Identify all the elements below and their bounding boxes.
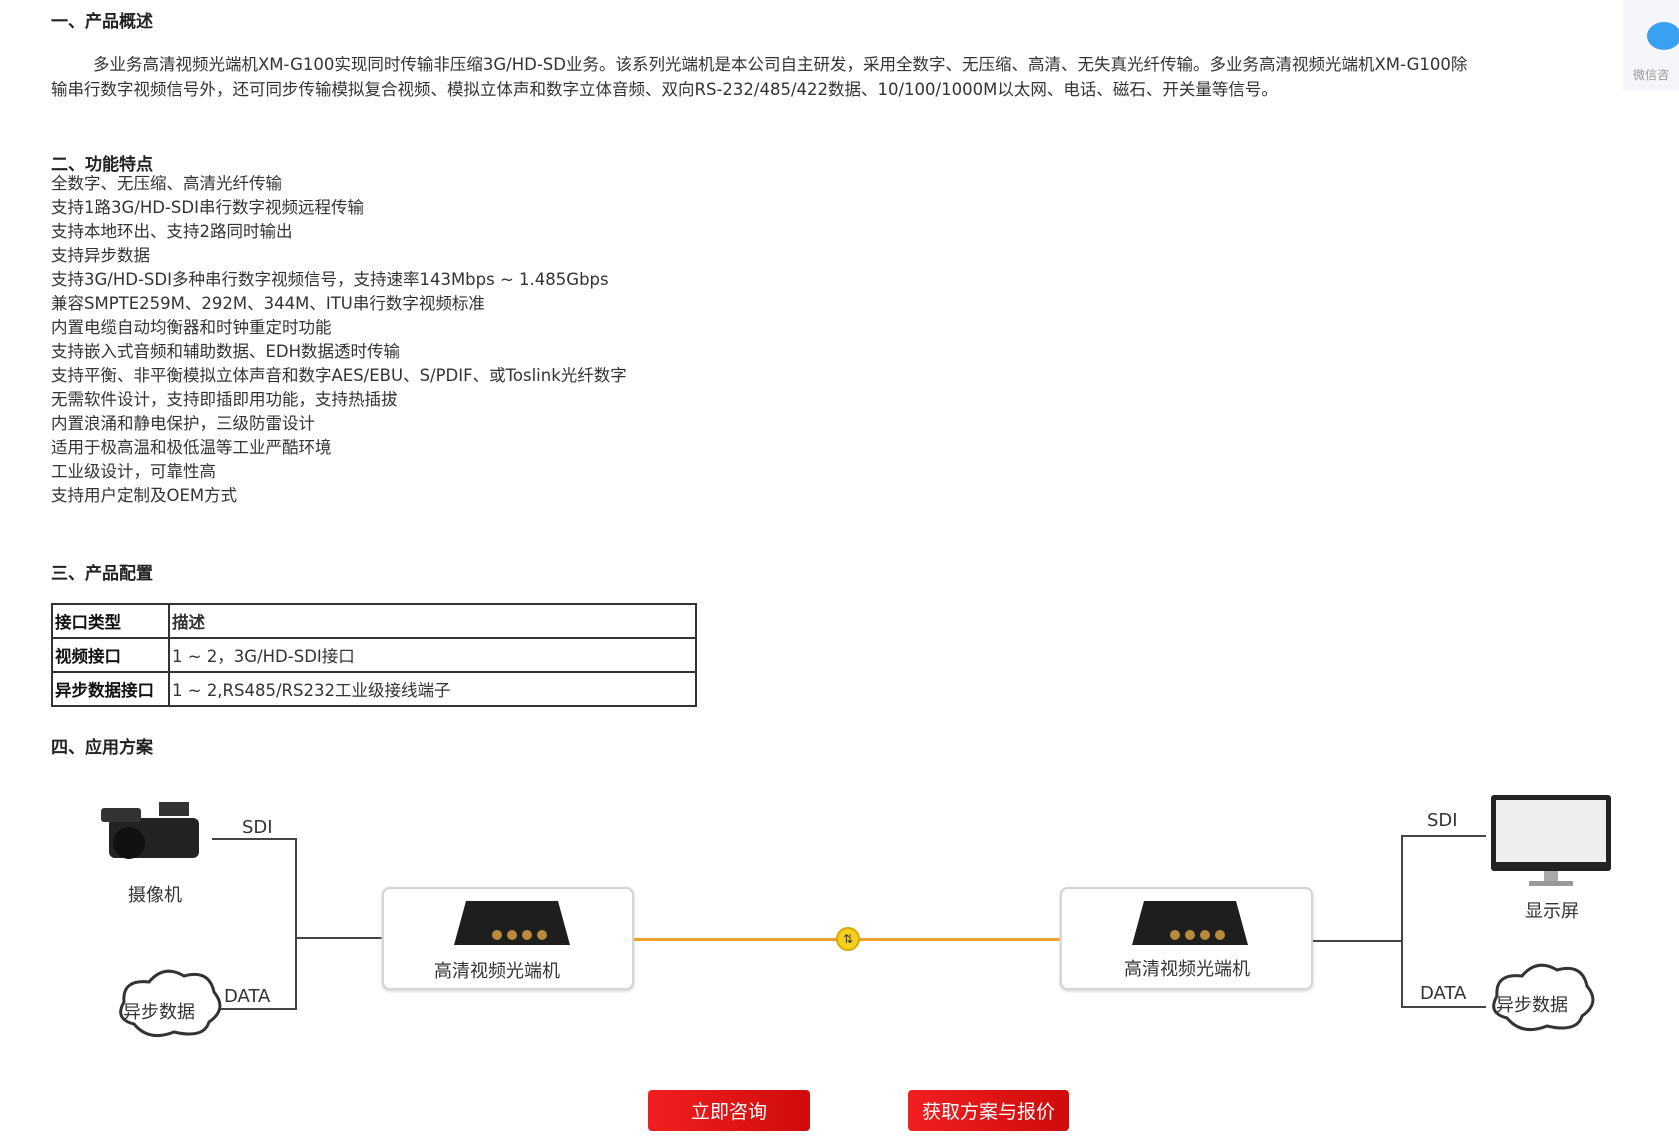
get-quote-button[interactable]: 获取方案与报价 [908,1090,1069,1131]
application-diagram: 摄像机 SDI DATA 异步数据 高清视频光端机 ⇅ 高清视频光端机 SDI … [0,780,1679,1060]
device-label-right: 高清视频光端机 [1124,959,1250,980]
feature-item: 内置电缆自动均衡器和时钟重定时功能 [51,318,332,337]
section-title-features: 二、功能特点 [51,155,153,175]
section-title-config: 三、产品配置 [51,564,153,584]
feature-item: 支持异步数据 [51,246,150,265]
table-cell: 异步数据接口 [51,671,170,707]
chat-bubble-icon [1647,22,1679,50]
table-cell: 1 ~ 2，3G/HD-SDI接口 [168,637,697,673]
cloud-icon [1492,963,1595,1032]
cloud-label-left: 异步数据 [123,1002,195,1023]
feature-item: 适用于极高温和极低温等工业严酷环境 [51,438,332,457]
sdi-label-right: SDI [1427,810,1458,831]
table-cell: 1 ~ 2,RS485/RS232工业级接线端子 [168,671,697,707]
feature-item: 支持平衡、非平衡模拟立体声音和数字AES/EBU、S/PDIF、或Toslink… [51,366,627,385]
wechat-consult-widget[interactable]: 微信咨 [1623,0,1679,91]
feature-item: 全数字、无压缩、高清光纤传输 [51,174,282,193]
section-title-application: 四、应用方案 [51,738,153,758]
section-title-overview: 一、产品概述 [51,12,153,32]
device-icon [454,901,570,945]
feature-item: 支持嵌入式音频和辅助数据、EDH数据透时传输 [51,342,401,361]
fiber-connector-icon: ⇅ [836,927,860,951]
feature-item: 支持3G/HD-SDI多种串行数字视频信号，支持速率143Mbps ~ 1.48… [51,270,609,289]
feature-list: 全数字、无压缩、高清光纤传输支持1路3G/HD-SDI串行数字视频远程传输支持本… [51,172,627,508]
table-header: 接口类型 [51,603,170,639]
feature-item: 无需软件设计，支持即插即用功能，支持热插拔 [51,390,398,409]
device-label-left: 高清视频光端机 [434,961,560,982]
device-box-right: 高清视频光端机 [1060,887,1313,990]
feature-item: 兼容SMPTE259M、292M、344M、ITU串行数字视频标准 [51,294,485,313]
feature-item: 内置浪涌和静电保护，三级防雷设计 [51,414,315,433]
data-label-left: DATA [224,986,271,1007]
consult-button[interactable]: 立即咨询 [648,1090,810,1131]
device-icon [1132,901,1248,945]
device-box-left: 高清视频光端机 [382,887,634,990]
camera-label: 摄像机 [128,885,182,906]
table-header-row: 接口类型描述 [51,603,697,639]
overview-text: 多业务高清视频光端机XM-G100实现同时传输非压缩3G/HD-SD业务。该系列… [93,55,1468,74]
feature-item: 支持本地环出、支持2路同时输出 [51,222,293,241]
sdi-label-left: SDI [242,817,273,838]
feature-item: 支持用户定制及OEM方式 [51,486,238,505]
overview-text-2: 输串行数字视频信号外，还可同步传输模拟复合视频、模拟立体声和数字立体音频、双向R… [51,80,1278,99]
table-header: 描述 [168,603,697,639]
feature-item: 支持1路3G/HD-SDI串行数字视频远程传输 [51,198,364,217]
wechat-label: 微信咨 [1633,68,1670,82]
data-label-right: DATA [1420,983,1467,1004]
monitor-icon [1491,795,1611,886]
camera-icon [101,802,199,859]
table-cell: 视频接口 [51,637,170,673]
feature-item: 工业级设计，可靠性高 [51,462,216,481]
cloud-label-right: 异步数据 [1496,995,1568,1016]
cloud-icon [119,969,222,1038]
monitor-label: 显示屏 [1525,901,1579,922]
